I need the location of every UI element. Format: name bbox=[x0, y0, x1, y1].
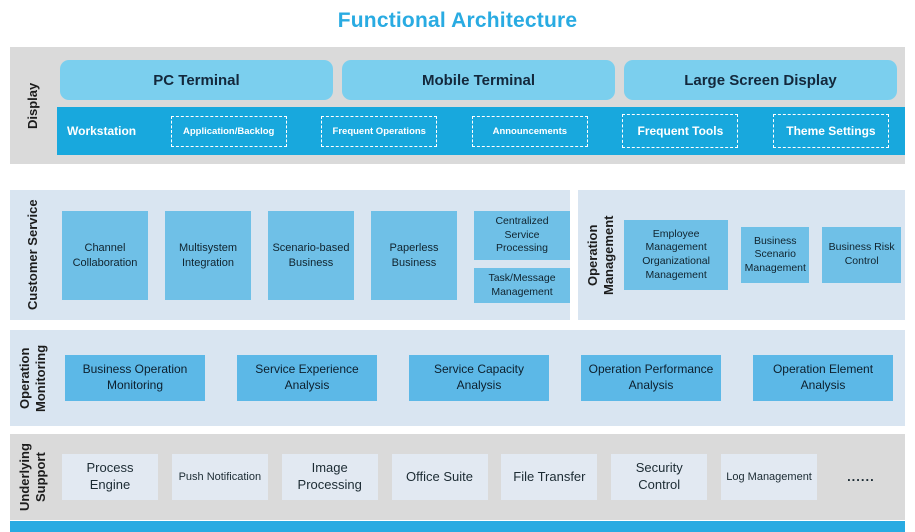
employee-management-organizational-management-box: Employee Management Organizational Manag… bbox=[624, 220, 729, 290]
image-processing-box: Image Processing bbox=[281, 454, 378, 500]
file-transfer-box: File Transfer bbox=[501, 454, 598, 500]
customer-service-section-label: Customer Service bbox=[24, 199, 40, 311]
display-section-label: Display bbox=[24, 82, 40, 129]
office-suite-box: Office Suite bbox=[391, 454, 488, 500]
operation-monitoring-section-label: Operation Monitoring bbox=[16, 344, 48, 412]
workstation-item-announcements: Announcements bbox=[471, 115, 588, 147]
operation-performance-analysis-box: Operation Performance Analysis bbox=[581, 355, 721, 401]
underlying-support-section-label: Underlying Support bbox=[16, 443, 48, 511]
workstation-item-frequent-tools: Frequent Tools bbox=[622, 114, 739, 148]
security-control-box: Security Control bbox=[611, 454, 708, 500]
terminal-mobile: Mobile Terminal bbox=[342, 60, 615, 100]
centralized-service-processing-box: Centralized Service Processing bbox=[474, 211, 570, 260]
task-message-management-box: Task/Message Management bbox=[474, 267, 570, 304]
process-engine-box: Process Engine bbox=[62, 454, 158, 500]
customer-service-section: Customer Service Channel Collaboration M… bbox=[10, 190, 570, 320]
business-scenario-management-box: Business Scenario Management bbox=[741, 227, 810, 283]
underlying-support-section: Underlying Support Process Engine Push N… bbox=[10, 434, 905, 520]
page-title: Functional Architecture bbox=[337, 9, 578, 32]
underlying-support-box-row: Process Engine Push Notification Image P… bbox=[62, 434, 891, 520]
workstation-bar: Workstation Application/Backlog Frequent… bbox=[57, 107, 905, 155]
business-operation-monitoring-box: Business Operation Monitoring bbox=[65, 355, 205, 401]
workstation-item-frequent-operations: Frequent Operations bbox=[321, 115, 438, 147]
operation-monitoring-box-row: Business Operation Monitoring Service Ex… bbox=[65, 330, 893, 426]
customer-service-stacked-column: Centralized Service Processing Task/Mess… bbox=[474, 211, 570, 304]
terminal-large-screen: Large Screen Display bbox=[624, 60, 897, 100]
business-risk-control-box: Business Risk Control bbox=[822, 227, 901, 283]
workstation-label: Workstation bbox=[67, 124, 137, 138]
bottom-accent-bar bbox=[10, 521, 905, 532]
display-section: Display PC Terminal Mobile Terminal Larg… bbox=[10, 47, 905, 164]
scenario-based-business-box: Scenario-based Business bbox=[268, 211, 354, 300]
terminal-pc: PC Terminal bbox=[60, 60, 333, 100]
channel-collaboration-box: Channel Collaboration bbox=[62, 211, 148, 300]
paperless-business-box: Paperless Business bbox=[371, 211, 457, 300]
operation-management-section: Operation Management Employee Management… bbox=[578, 190, 905, 320]
operation-monitoring-section: Operation Monitoring Business Operation … bbox=[10, 330, 905, 426]
workstation-item-theme-settings: Theme Settings bbox=[772, 114, 889, 148]
operation-management-section-label: Operation Management bbox=[584, 215, 616, 295]
ellipsis-placeholder: ...... bbox=[847, 468, 875, 484]
service-experience-analysis-box: Service Experience Analysis bbox=[237, 355, 377, 401]
service-capacity-analysis-box: Service Capacity Analysis bbox=[409, 355, 549, 401]
workstation-item-application-backlog: Application/Backlog bbox=[170, 115, 287, 147]
terminal-row: PC Terminal Mobile Terminal Large Screen… bbox=[60, 60, 897, 100]
push-notification-box: Push Notification bbox=[171, 454, 268, 500]
operation-element-analysis-box: Operation Element Analysis bbox=[753, 355, 893, 401]
multisystem-integration-box: Multisystem Integration bbox=[165, 211, 251, 300]
log-management-box: Log Management bbox=[721, 454, 818, 500]
operation-management-box-row: Employee Management Organizational Manag… bbox=[624, 190, 901, 320]
customer-service-box-row: Channel Collaboration Multisystem Integr… bbox=[62, 211, 570, 304]
